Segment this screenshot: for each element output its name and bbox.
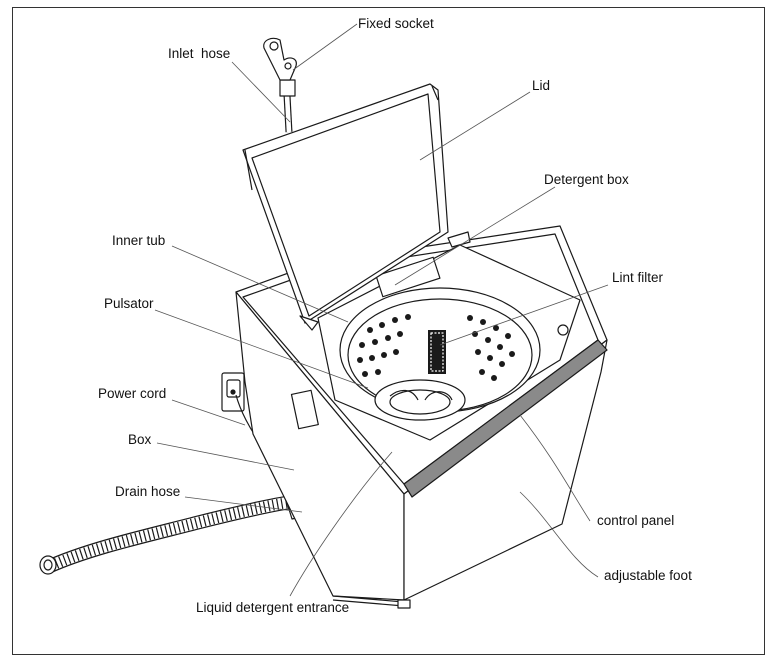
inlet-hose-illustration [263,37,297,133]
diagram-border [12,7,765,655]
foot-illustration [397,599,411,609]
leader-fixed-socket [292,23,358,71]
leader-inlet-hose [231,61,291,123]
leader-detergent-box [394,186,556,286]
label-inlet-hose: Inlet hose [168,46,231,61]
label-inner-tub: Inner tub [112,233,166,248]
leader-control-panel [519,414,591,522]
leader-lines [154,23,609,597]
control-panel-illustration [403,339,608,498]
drain-hose-illustration [39,491,311,575]
leader-lint-filter [439,284,609,346]
leader-liquid-detergent [289,451,393,597]
lid-illustration [242,83,449,331]
label-lid: Lid [532,78,551,93]
leader-inner-tub [171,245,349,323]
label-liquid-detergent-entrance: Liquid detergent entrance [196,600,350,615]
leader-box [156,442,295,471]
label-box: Box [128,432,152,447]
leader-pulsator [154,309,369,389]
label-control-panel: control panel [597,513,675,528]
leader-adjustable-foot [519,491,599,578]
label-drain-hose: Drain hose [115,484,181,499]
label-power-cord: Power cord [98,386,167,401]
label-lint-filter: Lint filter [612,270,664,285]
label-detergent-box: Detergent box [544,172,629,187]
leader-lid [419,91,531,161]
label-pulsator: Pulsator [104,296,154,311]
leader-power-cord [171,399,246,426]
leader-drain-hose [184,496,303,513]
label-fixed-socket: Fixed socket [358,16,434,31]
label-adjustable-foot: adjustable foot [604,568,692,583]
tub-illustration [317,231,581,441]
